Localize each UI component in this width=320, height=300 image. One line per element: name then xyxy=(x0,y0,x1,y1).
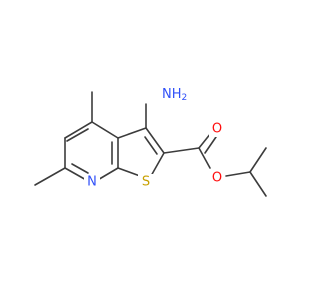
o-carbonyl-background xyxy=(209,121,225,137)
s-ring-label: S xyxy=(142,175,150,190)
bond-c6-n7-double xyxy=(71,163,89,174)
bond-c3-c2 xyxy=(145,127,165,154)
nh2-subscript: 2 xyxy=(182,93,188,103)
bond-group xyxy=(34,91,267,197)
nh2-label: NH2 xyxy=(162,87,187,104)
bond-c2-ccarbonyl xyxy=(163,147,200,154)
nh2-background xyxy=(150,84,190,104)
bond-c3a-c3 xyxy=(117,127,147,139)
n-ring-label: N xyxy=(87,175,97,190)
bond-ch-methyl-down xyxy=(249,171,267,197)
o-ester-label: O xyxy=(212,171,222,186)
o-carbonyl-label: O xyxy=(212,122,222,137)
atom-label-group: NH2 N S O O xyxy=(84,84,225,190)
s-ring-background xyxy=(138,174,154,190)
bond-ch-methyl-up xyxy=(249,147,267,173)
bond-s1-c7a xyxy=(117,167,141,177)
bond-c2-s1 xyxy=(150,152,165,177)
bond-c-o-double-b xyxy=(204,136,217,154)
bond-c3-c2-double xyxy=(144,136,158,155)
bond-c3a-c4 xyxy=(91,121,119,139)
bond-c4-c5 xyxy=(64,121,93,139)
bond-c4-c5-double xyxy=(66,128,89,142)
nh2-text: NH xyxy=(162,87,182,102)
bond-c-oester xyxy=(198,147,211,169)
molecule-structure: NH2 N S O O xyxy=(34,84,267,197)
bond-c6-methyl xyxy=(34,167,66,186)
o-ester-background xyxy=(209,170,225,186)
n-ring-background xyxy=(84,174,100,190)
bond-oester-ch xyxy=(225,171,251,177)
